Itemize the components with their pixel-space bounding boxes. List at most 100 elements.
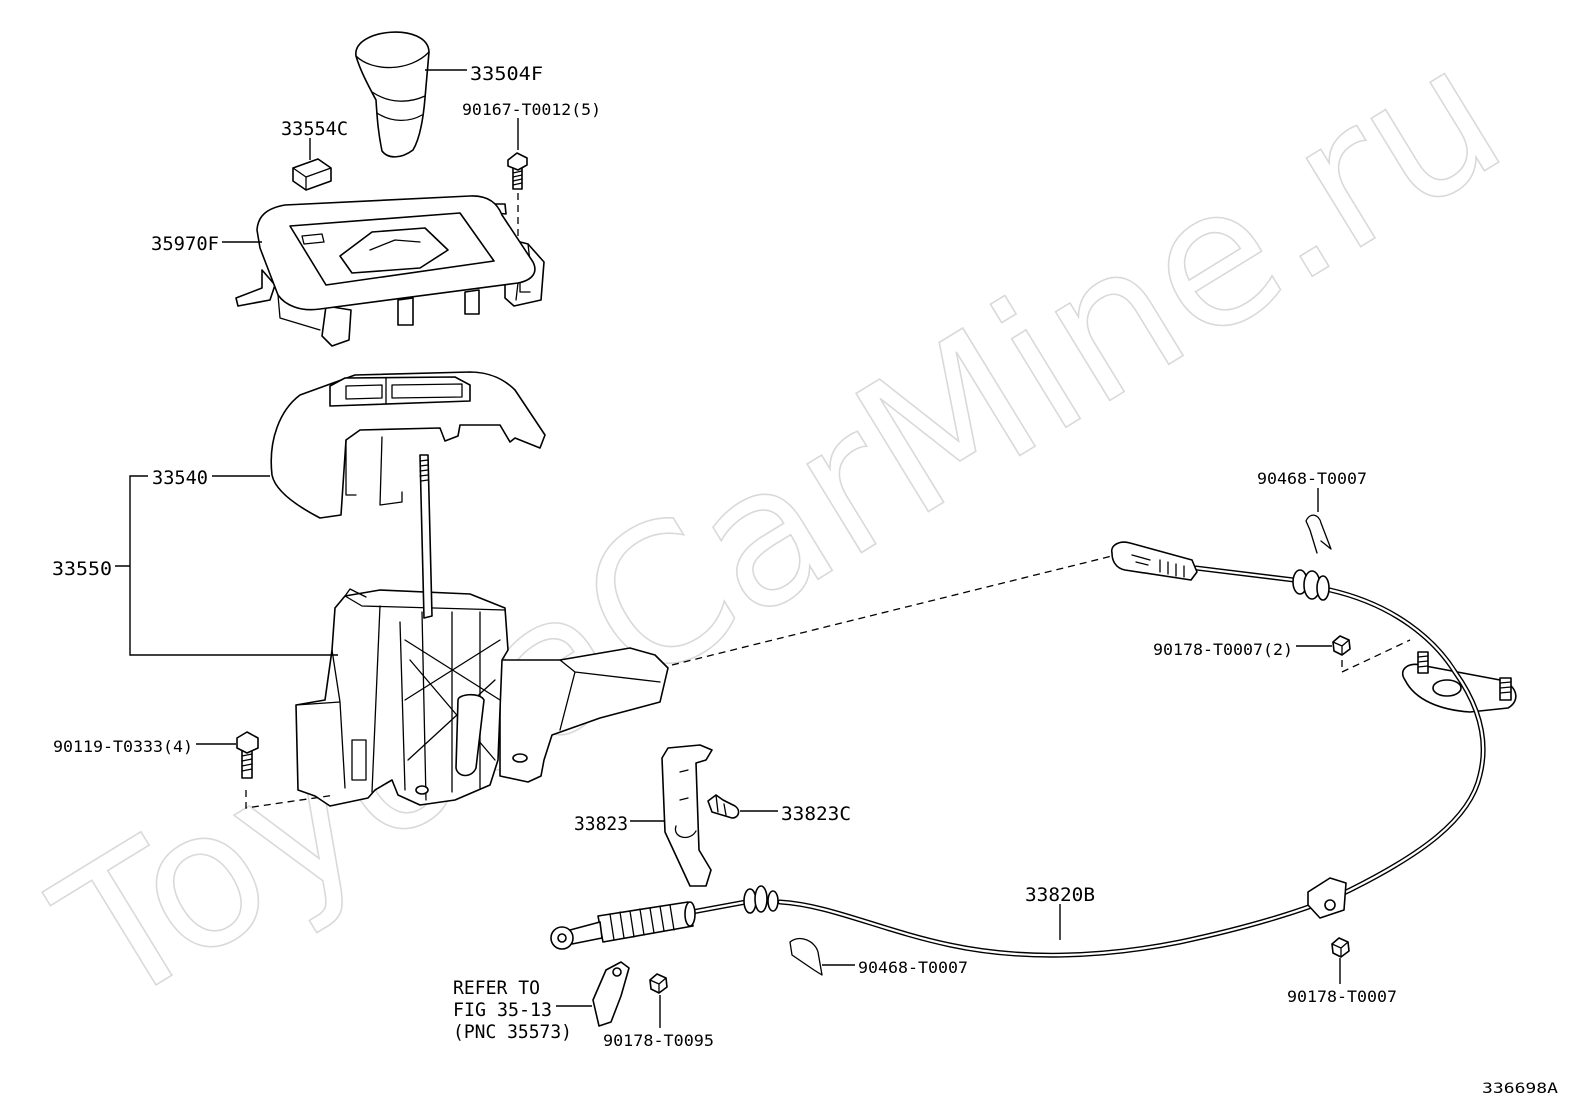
upper-clip: [1305, 514, 1332, 554]
cable-lower-boot: [754, 885, 768, 913]
mount-stud-thread: [1499, 681, 1512, 694]
small-clip-edges: [292, 167, 332, 191]
bezel-gate-detail: [301, 233, 421, 251]
upper-nut-edge: [1332, 639, 1350, 656]
lower-nut-edge: [1331, 941, 1349, 958]
leader-lines: [115, 69, 1341, 1028]
reference-bracket-body: [592, 961, 630, 1027]
cable-lower-rod-core: [690, 900, 748, 914]
shift-knob-top-edge: [355, 51, 430, 69]
cover-top-window: [345, 377, 463, 405]
label-cable-bracket: 33823: [574, 813, 628, 835]
shift-lever-assembly: [295, 454, 669, 807]
upper-clip-body: [1305, 514, 1332, 554]
lever-rod-thread: [419, 459, 429, 482]
label-bracket-bolt: 33823C: [781, 803, 851, 825]
knob-screw-head: [507, 152, 528, 171]
base-bolt-install-path: [245, 790, 336, 809]
cable-upper-boot: [1316, 575, 1330, 601]
lower-clip: [789, 937, 823, 976]
lever-base-hole: [512, 753, 528, 763]
label-reference-line2: FIG 35-13: [453, 999, 552, 1021]
bezel-tab: [235, 269, 276, 307]
cable-clamp: [1307, 877, 1347, 919]
label-small-clip: 33554C: [281, 118, 348, 140]
label-upper-clip: 90468-T0007: [1257, 469, 1367, 488]
mount-stud: [1499, 677, 1512, 701]
label-cable: 33820B: [1025, 884, 1095, 906]
upper-nut-install-path: [1341, 639, 1411, 674]
label-cover: 33540: [152, 467, 208, 489]
lower-nut: [1331, 937, 1350, 958]
leader-lever-assembly-bracket: [115, 475, 338, 656]
shift-cable: [550, 541, 1486, 958]
label-shift-knob: 33504F: [470, 63, 543, 85]
cable-upper-rod-core: [1194, 566, 1296, 582]
label-upper-nut: 90178-T0007(2): [1153, 640, 1293, 659]
cover-top-face: [329, 376, 471, 407]
base-bolt: [236, 731, 259, 779]
cable-main-core: [778, 588, 1485, 957]
lever-base-hole: [415, 785, 429, 795]
lever-base-arm: [499, 647, 669, 783]
cable-install-path: [671, 555, 1113, 666]
small-clip: [292, 158, 332, 191]
bracket-nut-edge: [649, 977, 667, 994]
label-knob-screw: 90167-T0012(5): [462, 100, 601, 119]
shift-knob-body: [355, 31, 430, 158]
lower-clip-body: [789, 937, 823, 976]
cable-upper-connector-detail: [1131, 554, 1185, 578]
knob-screw: [507, 152, 528, 190]
cable-main-outline: [777, 587, 1486, 958]
lever-base-left-block: [295, 649, 367, 789]
bracket-bolt-edge: [715, 794, 727, 816]
shift-knob-band: [371, 91, 426, 102]
bracket-nut: [649, 973, 668, 994]
knob-screw-thread: [512, 170, 523, 186]
bezel-gate-opening: [339, 227, 449, 274]
label-lower-nut: 90178-T0007: [1287, 987, 1397, 1006]
shift-bezel: [235, 195, 545, 347]
label-bracket-nut: 90178-T0095: [603, 1031, 714, 1050]
bezel-tab: [397, 297, 414, 326]
bezel-tab: [321, 305, 352, 347]
cable-sleeve-end: [684, 901, 696, 927]
lever-rod: [419, 454, 433, 619]
cable-bracket-slot: [674, 769, 697, 839]
cable-lower-boot: [743, 888, 757, 914]
label-lever-assembly: 33550: [52, 558, 112, 580]
cable-mount-plate: [1401, 651, 1517, 713]
reference-bracket: [592, 961, 630, 1027]
shift-cover: [270, 371, 546, 519]
part-labels: 33504F 90167-T0012(5) 33554C 35970F 3354…: [52, 63, 1559, 1097]
bracket-bolt: [707, 794, 740, 819]
cable-sleeve-thread: [609, 904, 675, 941]
diagram-code: 336698A: [1482, 1081, 1559, 1097]
lever-pin: [455, 693, 485, 777]
shift-knob-band: [376, 112, 423, 122]
label-bezel: 35970F: [151, 233, 219, 255]
cable-bracket: [661, 744, 713, 887]
shift-knob: [355, 31, 430, 158]
cable-threaded-sleeve: [597, 901, 694, 943]
cable-eyelet-neck: [569, 921, 603, 945]
lever-base-top-edge: [344, 588, 506, 611]
bezel-skirt: [277, 282, 519, 331]
base-bolt-head: [236, 731, 259, 754]
cover-rib: [345, 436, 403, 506]
base-bolt-thread: [241, 753, 253, 772]
mount-stud-thread: [1417, 655, 1429, 668]
bracket-bolt-body: [707, 794, 740, 819]
reference-bracket-hole: [612, 967, 622, 977]
cable-bracket-body: [661, 744, 713, 887]
cable-lower-boot: [767, 890, 779, 912]
lever-base-arm-edge: [559, 659, 661, 731]
lever-base-lattice: [404, 639, 501, 761]
label-reference-line1: REFER TO: [453, 977, 540, 999]
cover-body: [270, 371, 546, 519]
label-base-bolt: 90119-T0333(4): [53, 737, 193, 756]
upper-nut: [1332, 635, 1351, 656]
lever-base-ribs: [371, 605, 481, 801]
label-reference-line3: (PNC 35573): [453, 1021, 572, 1043]
